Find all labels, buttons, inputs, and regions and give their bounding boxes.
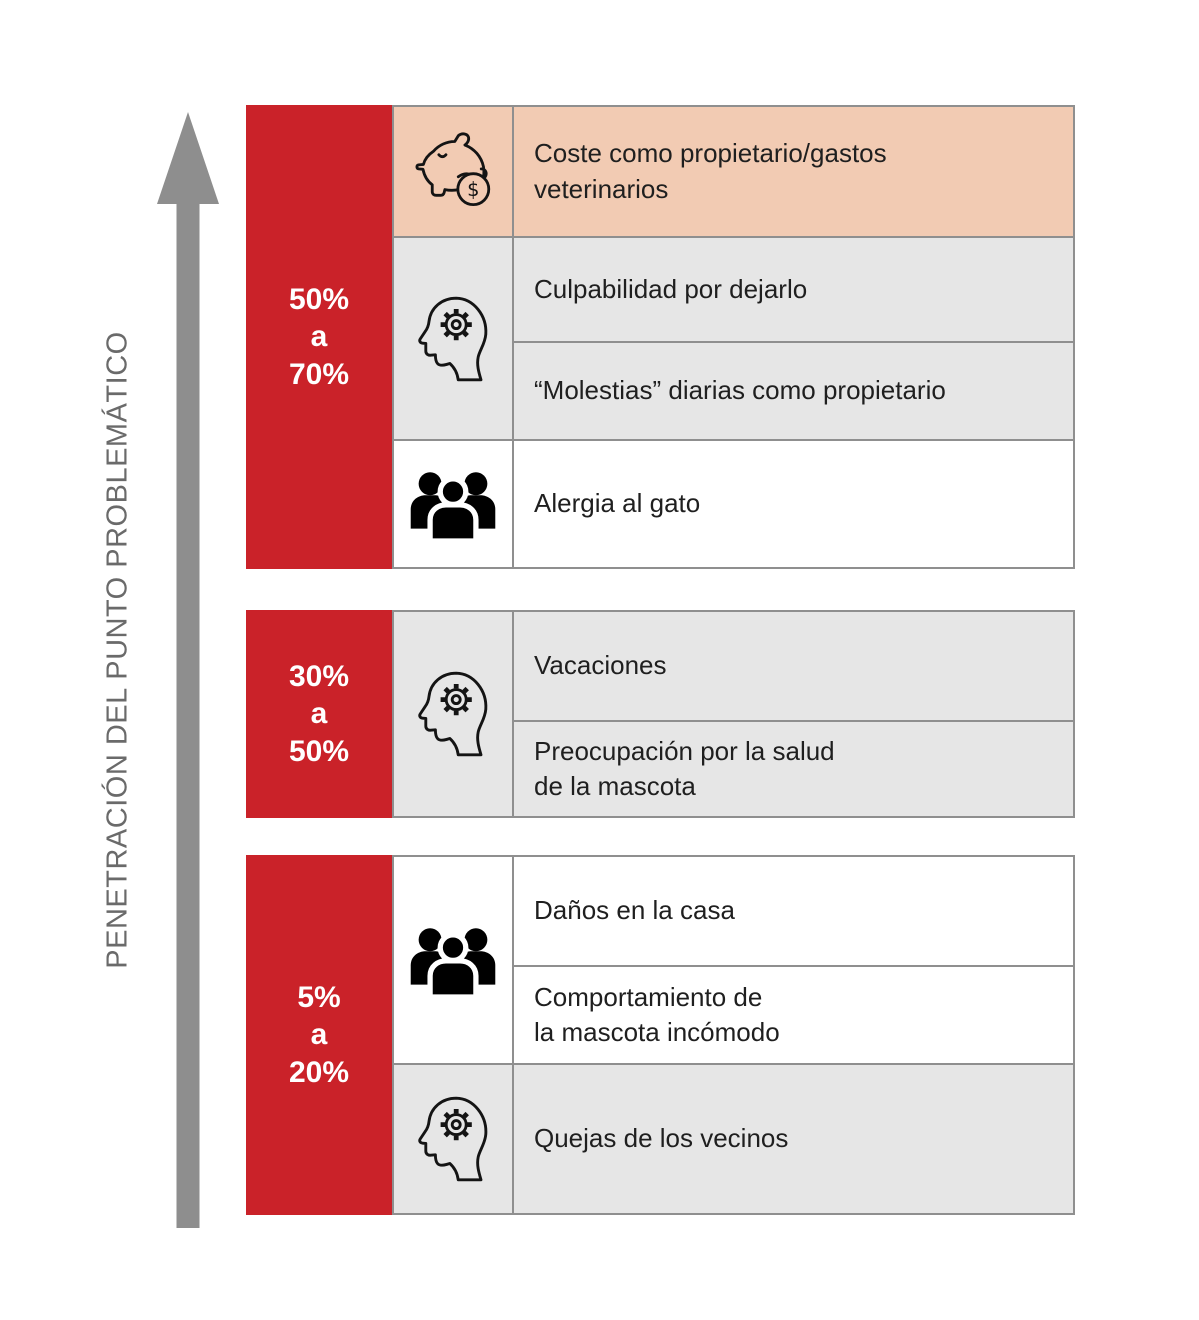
- head-gear-icon: [394, 612, 512, 816]
- pain-point-cell: “Molestias” diarias como propietario: [514, 340, 1073, 439]
- pain-point-texts: Daños en la casa Comportamiento de la ma…: [512, 857, 1073, 1063]
- pain-point-group-emotional: Culpabilidad por dejarlo “Molestias” dia…: [392, 236, 1075, 441]
- pain-point-cell: Culpabilidad por dejarlo: [534, 273, 808, 304]
- pain-point-cell: Daños en la casa: [534, 895, 735, 926]
- tier-range-label: 5% a 20%: [246, 855, 392, 1215]
- pain-point-group-social: Alergia al gato: [392, 439, 1075, 569]
- people-icon: [394, 857, 512, 1063]
- head-gear-icon: [394, 238, 512, 439]
- tier-50-70: 50% a 70% Coste como propietario/gastos …: [246, 105, 1075, 569]
- pain-point-group-cost: Coste como propietario/gastos veterinari…: [392, 105, 1075, 238]
- tier-5-20: 5% a 20% Daños en la casa Comportamiento…: [246, 855, 1075, 1215]
- pain-point-cell: Coste como propietario/gastos veterinari…: [534, 138, 887, 204]
- piggy-bank-icon: [394, 107, 512, 236]
- y-axis-arrow-icon: [157, 112, 219, 1228]
- pain-point-cell: Preocupación por la salud de la mascota: [514, 719, 1073, 816]
- tier-content: Coste como propietario/gastos veterinari…: [392, 105, 1075, 569]
- pain-point-group-social: Daños en la casa Comportamiento de la ma…: [392, 855, 1075, 1065]
- tier-30-50: 30% a 50% Vacaciones Preocupación por la…: [246, 610, 1075, 818]
- pain-point-cell: Comportamiento de la mascota incómodo: [514, 964, 1073, 1063]
- pain-point-texts: Alergia al gato: [512, 441, 1073, 567]
- tier-range-label: 30% a 50%: [246, 610, 392, 818]
- tier-content: Vacaciones Preocupación por la salud de …: [392, 610, 1075, 818]
- head-gear-icon: [394, 1065, 512, 1213]
- pain-point-texts: Culpabilidad por dejarlo “Molestias” dia…: [512, 238, 1073, 439]
- tier-content: Daños en la casa Comportamiento de la ma…: [392, 855, 1075, 1215]
- pain-point-cell: Vacaciones: [534, 650, 667, 681]
- people-icon: [394, 441, 512, 567]
- tier-range-label: 50% a 70%: [246, 105, 392, 569]
- pain-point-texts: Vacaciones Preocupación por la salud de …: [512, 612, 1073, 816]
- pain-point-group-emotional: Quejas de los vecinos: [392, 1063, 1075, 1215]
- pain-point-texts: Coste como propietario/gastos veterinari…: [512, 107, 1073, 236]
- pain-point-group-emotional: Vacaciones Preocupación por la salud de …: [392, 610, 1075, 818]
- pain-point-cell: Quejas de los vecinos: [534, 1123, 789, 1154]
- y-axis-label: PENETRACIÓN DEL PUNTO PROBLEMÁTICO: [101, 331, 134, 969]
- pain-point-cell: Alergia al gato: [534, 488, 701, 519]
- pain-point-texts: Quejas de los vecinos: [512, 1065, 1073, 1213]
